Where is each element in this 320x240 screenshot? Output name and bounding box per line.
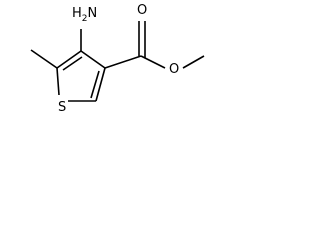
amine-label: H2N — [72, 6, 97, 24]
structure-canvas: H2N S O O — [0, 0, 214, 126]
bond-c3-carbonyl — [104, 55, 142, 69]
bond-carbonyl-ester-o — [140, 55, 166, 69]
bond-c5-c4 — [56, 50, 82, 69]
molecule-structure: H2N S O O — [30, 3, 205, 115]
amine-subscript-label: 2 — [82, 14, 88, 24]
bond-ester-o-methyl — [182, 55, 205, 69]
amine-n-label: N — [88, 6, 98, 21]
bond-c5-c4-inner-double — [62, 56, 83, 71]
sulfur-label: S — [58, 100, 66, 115]
bond-c4-c3 — [80, 50, 106, 69]
bond-c2-c3-inner-double — [90, 70, 100, 99]
bond-c3-c2 — [95, 67, 106, 102]
bond-c5-methyl — [30, 49, 58, 69]
carbonyl-oxygen-label: O — [137, 3, 147, 18]
bond-s-c5 — [56, 67, 60, 96]
ester-oxygen-label: O — [169, 62, 179, 77]
amine-h-label: H — [72, 6, 82, 21]
